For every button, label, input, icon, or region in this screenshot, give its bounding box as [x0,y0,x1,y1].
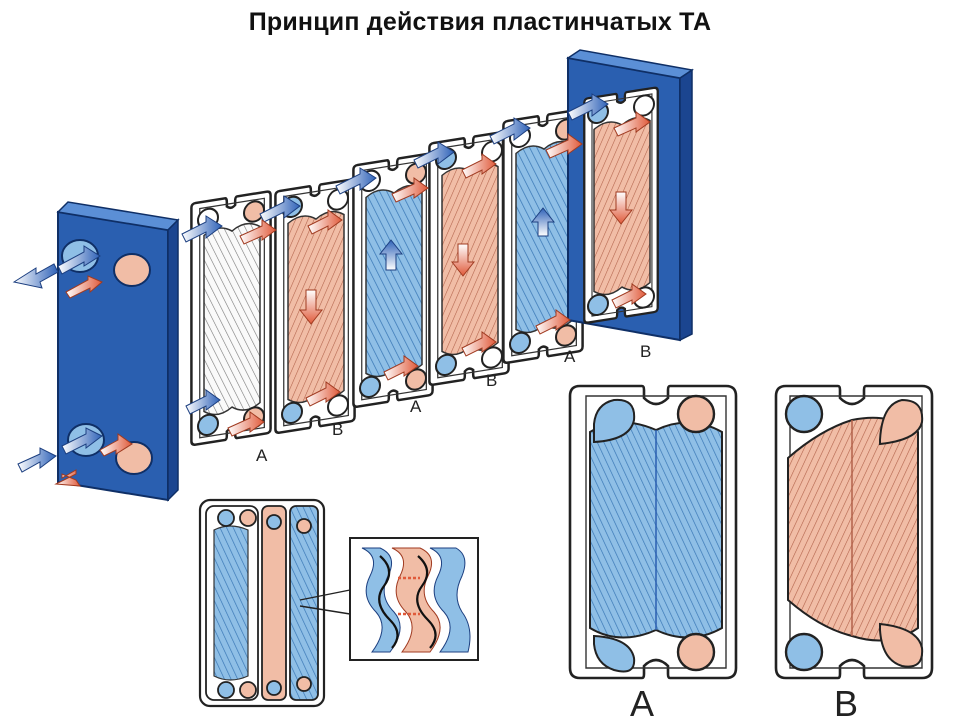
plate-a-detail-label: A [630,683,654,720]
assembled-plate-pack [198,498,351,708]
flow-arrows-stack [181,93,651,437]
plate-label-b-1: B [332,420,343,439]
plate-label-a-2: A [410,397,422,416]
plate-label-b-3: B [640,342,651,361]
plate-1 [190,189,272,447]
plate-4 [428,129,510,387]
plate-label-a-1: A [256,446,268,465]
port-arrows-left [12,245,133,487]
plate-a-detail [568,384,738,680]
plate-label-a-3: A [564,347,576,366]
channel-zoom-inset [349,537,479,661]
plate-3 [352,151,434,409]
diagram-title: Принцип действия пластинчатых ТА [248,8,712,36]
plate-label-b-2: B [486,371,497,390]
plate-b-detail [774,384,934,680]
plate-b-detail-label: B [834,683,858,720]
plate-5 [502,107,584,365]
fixed-frame-plate [56,201,180,502]
